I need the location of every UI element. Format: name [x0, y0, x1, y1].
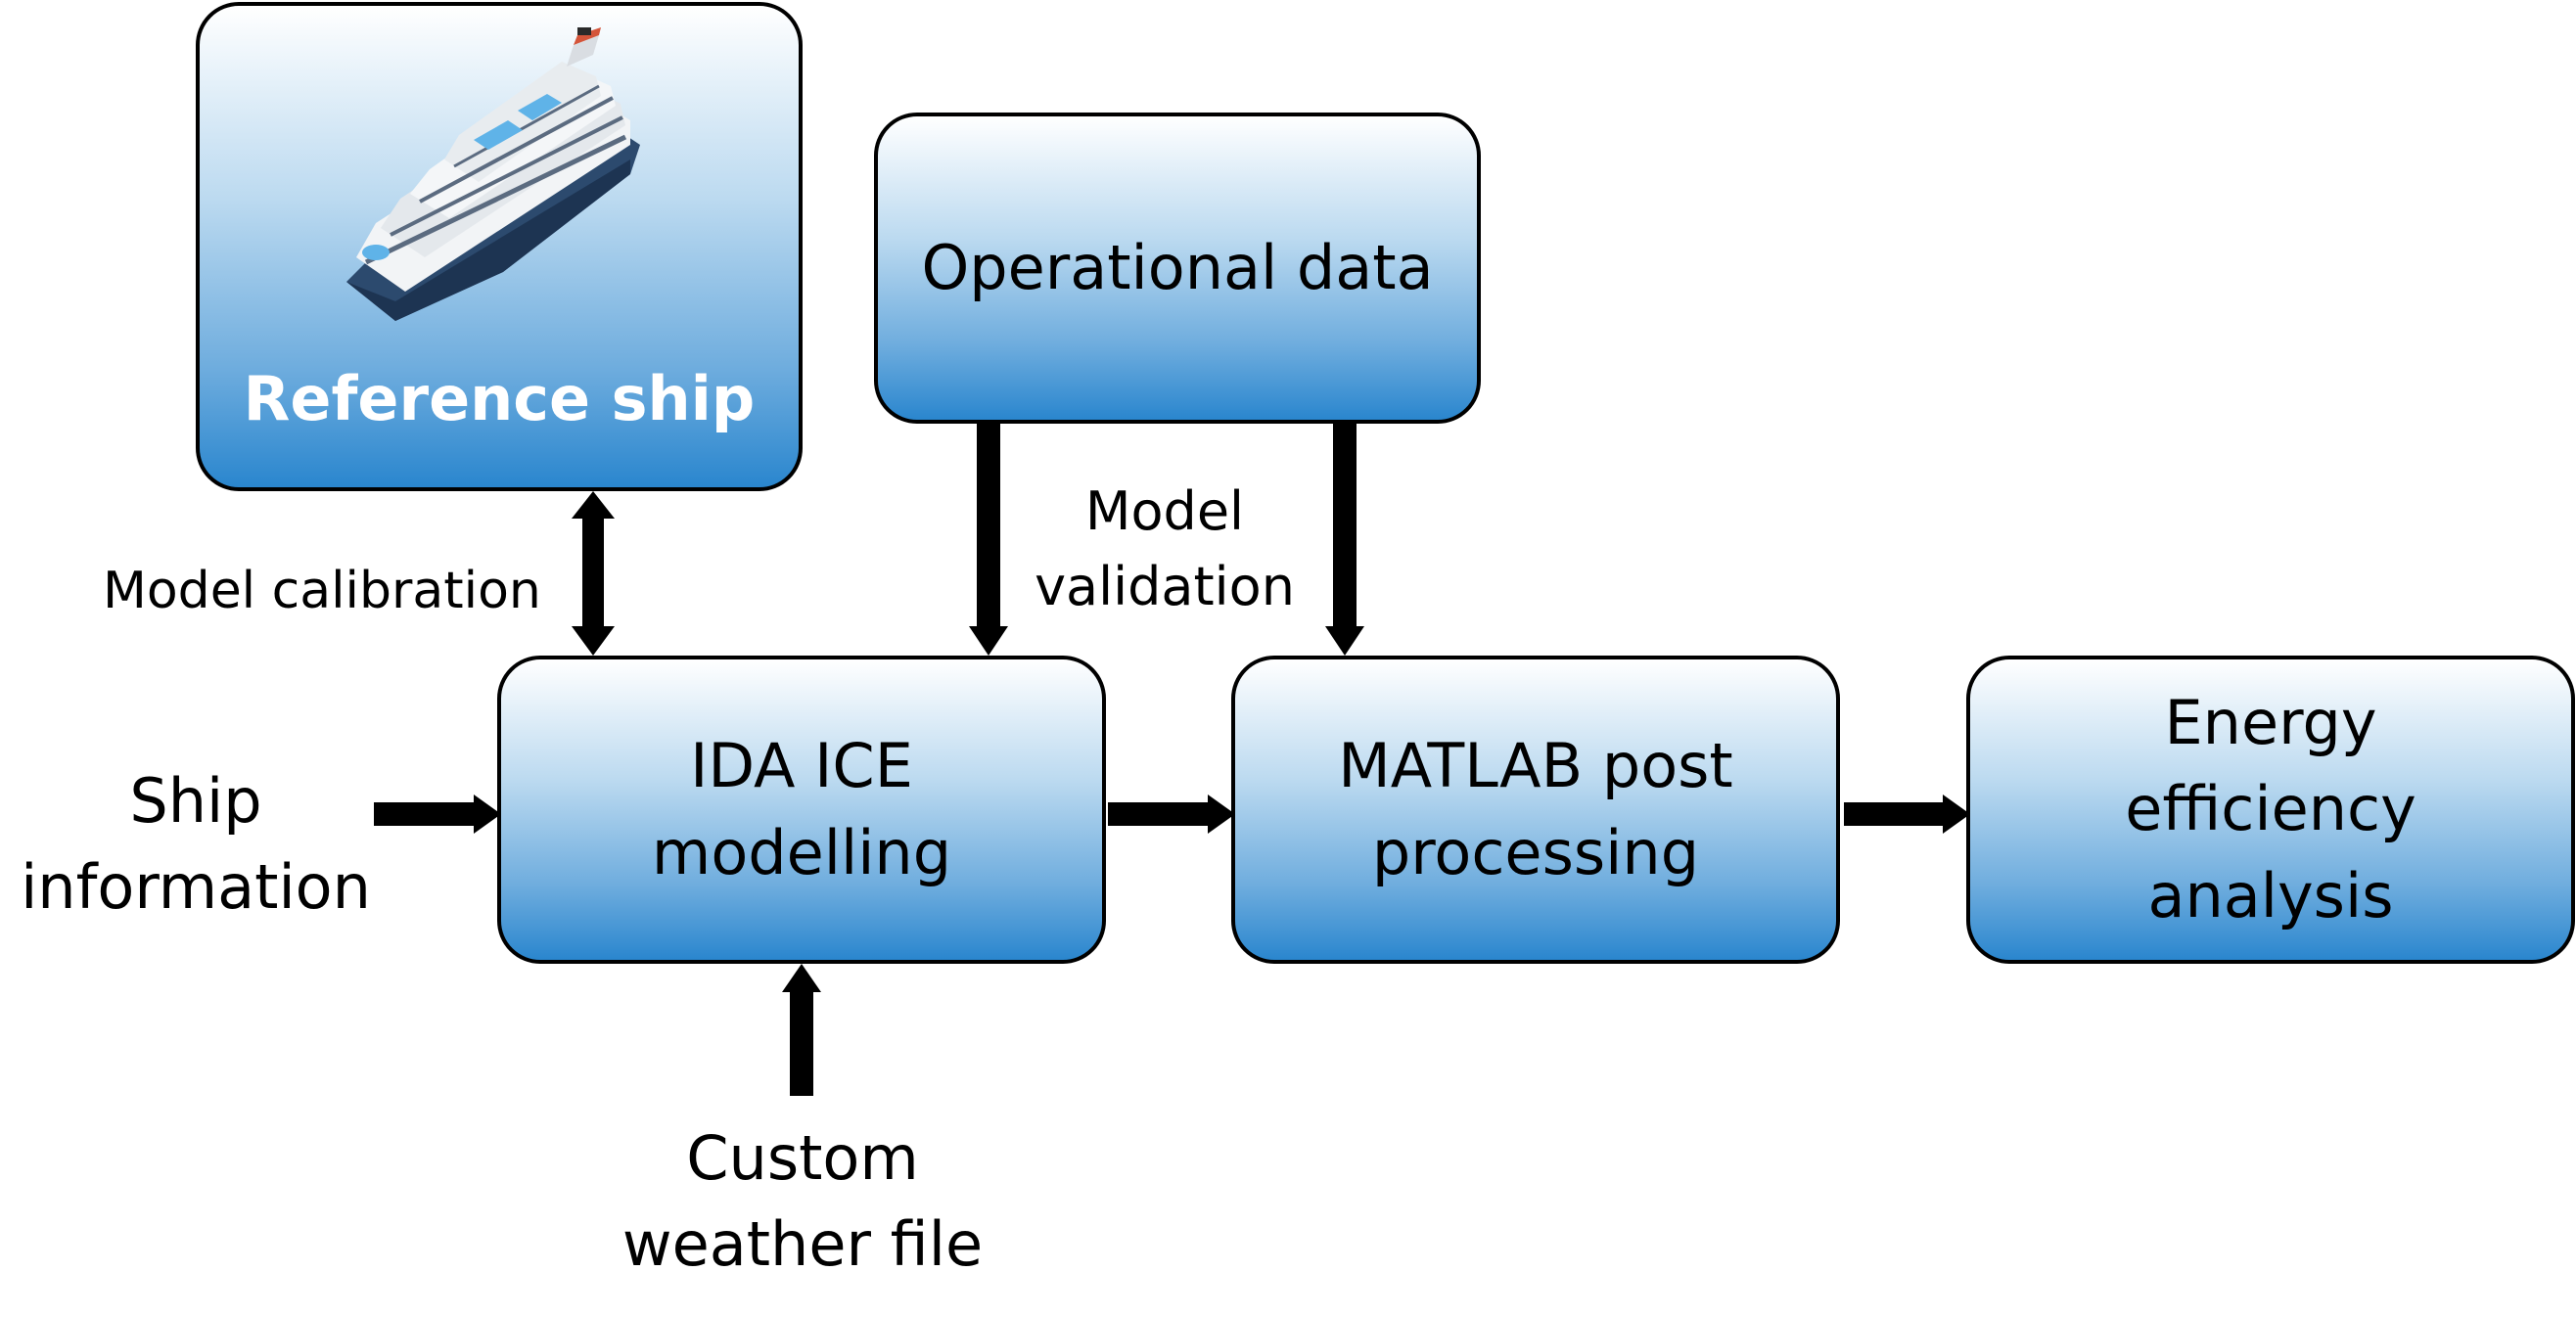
matlab-to-energy-arrow — [1844, 795, 1970, 834]
energy-efficiency-analysis-label: Energy efficiency analysis — [2125, 687, 2416, 931]
cruise-ship-icon — [346, 27, 640, 321]
ida-to-matlab-arrow — [1108, 795, 1235, 834]
matlab-post-processing-label: MATLAB post processing — [1338, 730, 1733, 888]
calibration-double-arrow — [572, 491, 615, 656]
model-calibration-label: Model calibration — [103, 562, 541, 620]
matlab-post-processing-box: MATLAB post processing — [1231, 656, 1840, 964]
ida-ice-modelling-box: IDA ICE modelling — [497, 656, 1106, 964]
operational-data-label: Operational data — [921, 231, 1434, 303]
custom-weather-file-label: Custom weather file — [621, 1122, 984, 1281]
opdata-to-ida-arrow — [969, 424, 1008, 656]
reference-ship-title: Reference ship — [243, 363, 756, 434]
operational-data-box: Operational data — [874, 113, 1481, 424]
energy-efficiency-analysis-box: Energy efficiency analysis — [1966, 656, 2575, 964]
weather-to-ida-arrow — [782, 964, 821, 1096]
ida-ice-modelling-label: IDA ICE modelling — [651, 730, 952, 888]
model-validation-label: Model validation — [1035, 480, 1295, 617]
opdata-to-matlab-arrow — [1325, 424, 1364, 656]
shipinfo-to-ida-arrow — [374, 795, 501, 834]
ship-information-label: Ship information — [21, 765, 371, 924]
reference-ship-box: Reference ship — [196, 2, 803, 491]
